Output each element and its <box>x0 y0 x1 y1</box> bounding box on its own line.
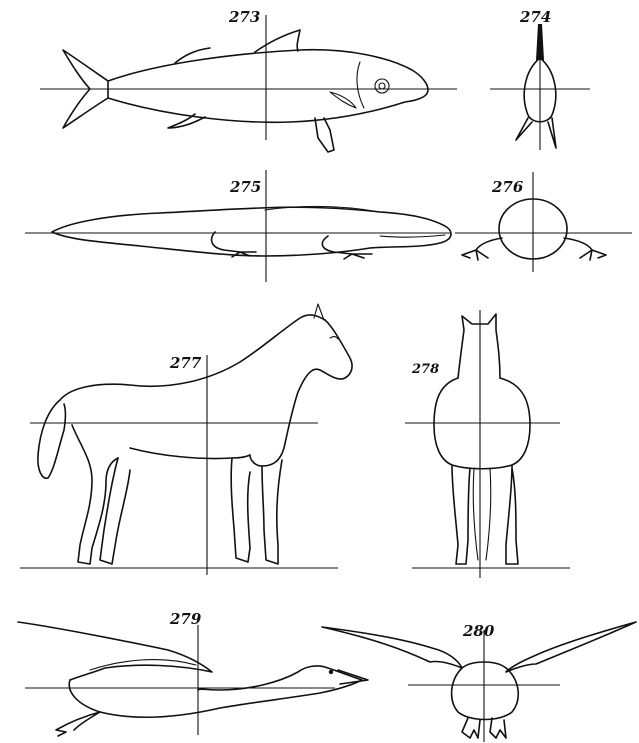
figure-280: 280 <box>322 622 636 742</box>
fish-eye-pupil <box>379 83 385 89</box>
horse-head-rear <box>458 314 500 378</box>
figure-273: 273 <box>40 8 457 152</box>
figure-label: 273 <box>228 8 260 26</box>
horse-eye <box>330 337 338 339</box>
crocodile-body-outline <box>52 207 451 256</box>
bird-eye <box>329 670 333 674</box>
horse-right-hind-leg <box>506 465 518 564</box>
horse-belly-line <box>130 448 250 459</box>
horse-left-hind-leg <box>452 465 470 564</box>
figure-label: 275 <box>229 178 261 196</box>
horse-front-leg-near <box>262 460 282 564</box>
figure-276: 276 <box>455 172 632 272</box>
fish-right-fin <box>548 118 556 148</box>
bird-feet <box>56 712 100 736</box>
fish-gill-line <box>357 62 364 108</box>
fish-left-fin <box>516 118 532 140</box>
fish-body-outline <box>108 50 428 123</box>
crocodile-left-leg <box>462 238 502 260</box>
bird-body-outline <box>69 666 362 717</box>
fish-dorsal-spike <box>536 24 544 60</box>
crocodile-right-leg <box>564 238 606 260</box>
bird-left-foot <box>462 718 480 738</box>
fish-pectoral-fin <box>330 92 356 108</box>
fish-second-dorsal-fin <box>255 30 300 52</box>
figure-275: 275 <box>25 170 451 282</box>
horse-tail-rear <box>473 468 491 560</box>
horse-body-outline <box>60 315 352 466</box>
horse-tail <box>38 400 66 478</box>
horse-hind-leg <box>72 425 118 564</box>
figure-label: 278 <box>411 362 439 377</box>
horse-hind-leg-back <box>100 458 130 564</box>
figure-278: 278 <box>405 310 570 578</box>
figure-label: 276 <box>491 178 524 196</box>
figure-label: 279 <box>169 610 202 628</box>
horse-front-leg <box>231 458 250 562</box>
figure-label: 280 <box>462 622 495 640</box>
fish-pelvic-fin <box>315 118 334 152</box>
figure-label: 277 <box>169 354 202 372</box>
bird-right-wing <box>506 622 636 672</box>
figure-277: 277 <box>20 304 352 575</box>
figure-label: 274 <box>519 8 551 26</box>
bird-body-rear <box>452 662 519 720</box>
bird-right-foot <box>490 718 506 738</box>
fish-eye <box>375 79 389 93</box>
figure-279: 279 <box>18 610 368 736</box>
bird-left-wing <box>322 627 462 668</box>
crocodile-front-leg <box>322 236 372 259</box>
crocodile-jaw-line <box>380 235 445 237</box>
bird-wing <box>18 622 212 680</box>
figure-274: 274 <box>490 8 590 150</box>
